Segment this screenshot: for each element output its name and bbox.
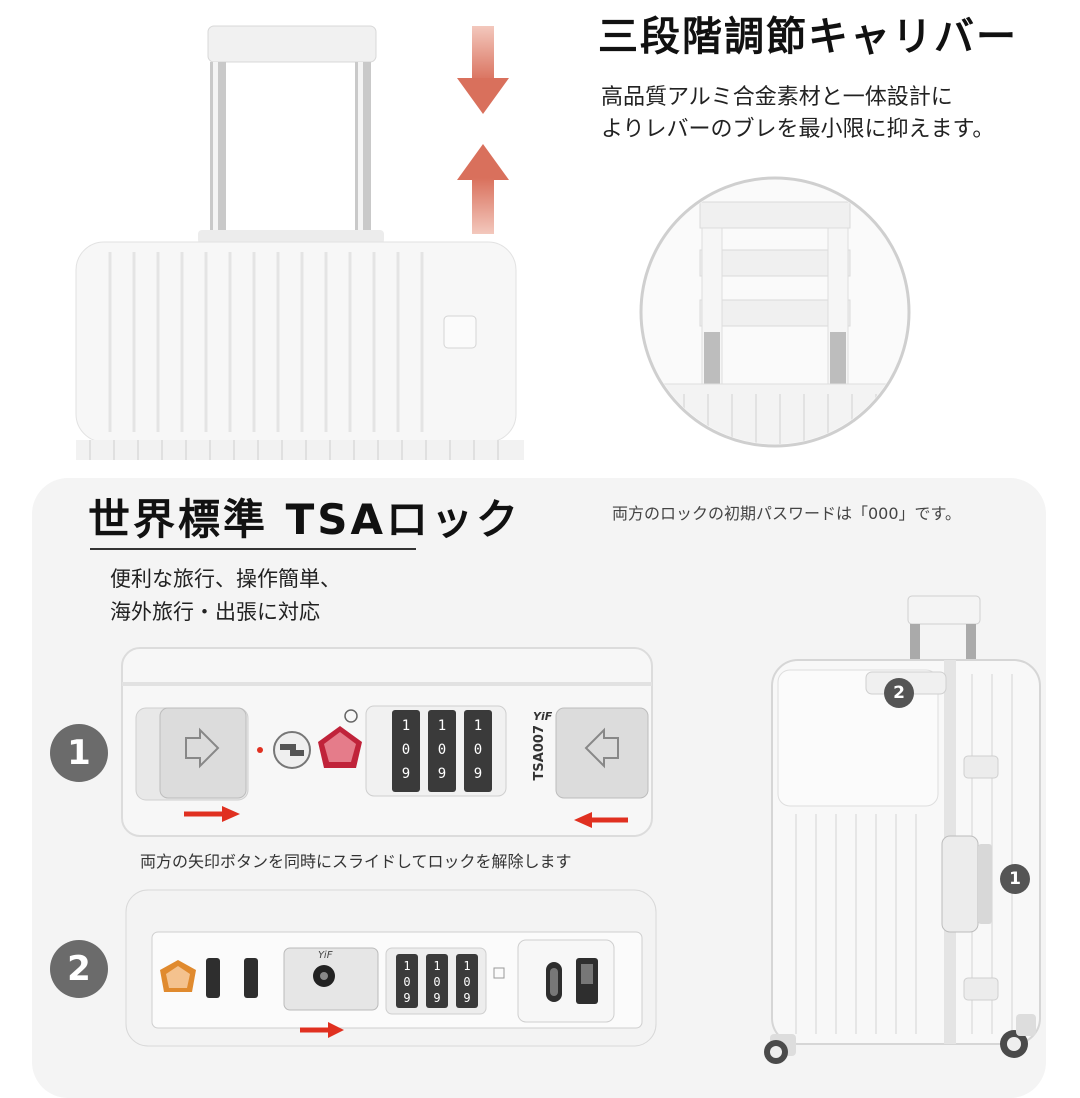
tsa-description: 便利な旅行、操作簡単、 海外旅行・出張に対応	[110, 563, 341, 629]
step-badge-2: 2	[50, 940, 108, 998]
svg-text:1: 1	[403, 959, 410, 973]
top-desc-line-2: よりレバーのブレを最小限に抑えます。	[601, 117, 995, 142]
lock-1-illustration: 1 0 9 1 0 9 1 0 9	[120, 646, 654, 838]
svg-text:0: 0	[474, 742, 482, 758]
tsa-desc-line-1: 便利な旅行、操作簡単、	[110, 567, 341, 591]
top-title: 三段階調節キャリバー	[598, 14, 1018, 60]
title-underline	[90, 548, 416, 550]
callout-badge-2: 2	[884, 678, 914, 708]
svg-text:1: 1	[438, 718, 446, 734]
top-description: 高品質アルミ合金素材と一体設計に よりレバーのブレを最小限に抑えます。	[601, 82, 994, 146]
step-badge-1: 1	[50, 724, 108, 782]
svg-text:9: 9	[403, 991, 410, 1005]
callout-badge-1: 1	[1000, 864, 1030, 894]
svg-text:1: 1	[433, 959, 440, 973]
svg-text:0: 0	[433, 975, 440, 989]
lock-2-brand: YiF	[318, 950, 333, 961]
lock-2-illustration: 1 0 9 1 0 9 1 0 9	[124, 888, 660, 1050]
svg-text:9: 9	[463, 991, 470, 1005]
svg-text:9: 9	[433, 991, 440, 1005]
svg-text:1: 1	[402, 718, 410, 734]
svg-text:0: 0	[438, 742, 446, 758]
password-note: 両方のロックの初期パスワードは「000」です。	[612, 504, 961, 523]
lock-1-model: TSA007	[532, 725, 547, 781]
lock-1-caption: 両方の矢印ボタンを同時にスライドしてロックを解除します	[140, 852, 572, 871]
svg-text:9: 9	[474, 766, 482, 782]
full-suitcase	[756, 594, 1046, 1080]
top-desc-line-1: 高品質アルミ合金素材と一体設計に	[601, 85, 953, 110]
svg-text:0: 0	[402, 742, 410, 758]
lock-1-brand: YiF	[533, 710, 553, 723]
handle-detail-circle	[624, 172, 926, 454]
arrow-down-icon	[455, 26, 511, 118]
svg-text:9: 9	[438, 766, 446, 782]
svg-text:0: 0	[403, 975, 410, 989]
top-suitcase	[70, 20, 530, 465]
svg-text:9: 9	[402, 766, 410, 782]
svg-text:1: 1	[474, 718, 482, 734]
tsa-desc-line-2: 海外旅行・出張に対応	[110, 600, 320, 624]
arrow-up-icon	[455, 142, 511, 234]
lock-1-model-label: YiF TSA007	[532, 710, 553, 781]
tsa-title: 世界標準 TSAロック	[88, 495, 522, 544]
svg-text:1: 1	[463, 959, 470, 973]
svg-text:0: 0	[463, 975, 470, 989]
